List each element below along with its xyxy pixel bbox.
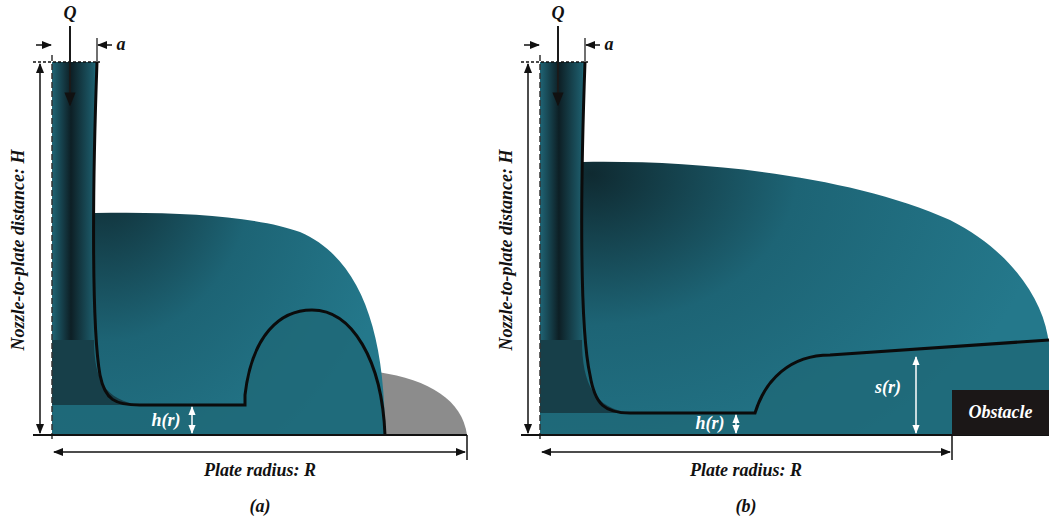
flow-rate-label: Q xyxy=(64,4,77,24)
radius-tick xyxy=(466,435,468,460)
jet xyxy=(540,62,582,362)
width-tick xyxy=(96,38,97,62)
nozzle-line xyxy=(521,61,588,63)
free-surface xyxy=(94,62,385,435)
width-arrow xyxy=(36,44,51,46)
height-dimension xyxy=(527,64,529,433)
width-arrow xyxy=(98,44,112,46)
thickness-label: h(r) xyxy=(151,411,180,431)
height-label: s(r) xyxy=(875,378,901,398)
obstacle-label: Obstacle xyxy=(969,402,1033,423)
radius-dimension xyxy=(542,451,950,453)
free-surface xyxy=(582,62,1049,413)
nozzle-line xyxy=(33,61,100,63)
height-arrow xyxy=(915,357,917,433)
radius-dimension xyxy=(54,451,465,453)
radius-symbol: a xyxy=(117,35,126,55)
axis xyxy=(539,55,541,440)
liquid-section xyxy=(540,62,1049,435)
dimension-label: Plate radius: R xyxy=(690,461,802,481)
radius-tick xyxy=(951,435,953,460)
thickness-label: h(r) xyxy=(695,414,724,434)
liquid-disk xyxy=(52,62,385,435)
width-arrow xyxy=(524,44,539,46)
panel-label: (b) xyxy=(736,497,757,517)
thickness-arrow xyxy=(191,407,193,433)
width-arrow xyxy=(586,44,600,46)
radius-symbol: a xyxy=(605,35,614,55)
plate-line xyxy=(33,434,467,436)
height-dimension xyxy=(39,64,41,433)
liquid-section xyxy=(52,62,385,435)
obstacle-block: Obstacle xyxy=(952,390,1049,435)
dimension-label: Nozzle-to-plate distance: H xyxy=(497,150,517,351)
flow-arrow xyxy=(557,26,559,105)
dimension-label: Nozzle-to-plate distance: H xyxy=(9,150,29,351)
jet xyxy=(52,62,94,362)
flow-rate-label: Q xyxy=(552,4,565,24)
thickness-arrow xyxy=(735,415,737,433)
width-tick xyxy=(584,38,585,62)
flow-arrow xyxy=(69,26,71,105)
liquid-disk xyxy=(540,62,1049,435)
dimension-label: Plate radius: R xyxy=(204,461,316,481)
panel-label: (a) xyxy=(250,497,271,517)
axis xyxy=(51,55,53,440)
